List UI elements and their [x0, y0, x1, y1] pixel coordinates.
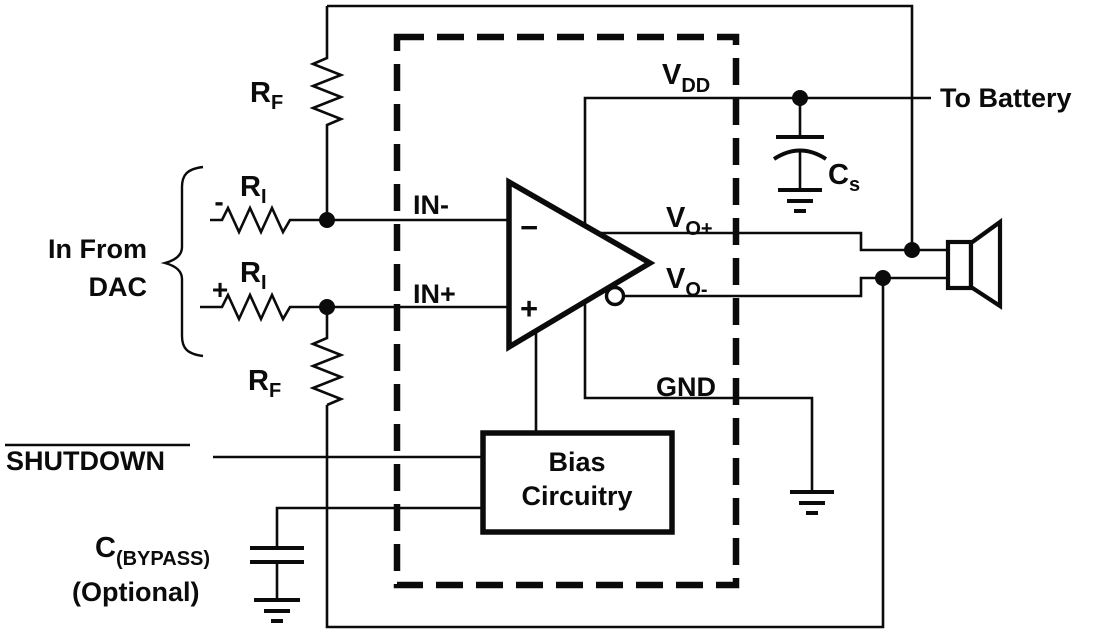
speaker-cone	[968, 217, 1003, 310]
opamp-inverting-output-bubble	[604, 285, 626, 307]
pin-label-in-neg: IN-	[413, 190, 449, 220]
resistor-rf-top	[309, 6, 345, 220]
wire-feedback-bottom	[325, 278, 885, 629]
speaker-driver	[945, 239, 974, 291]
junction-dot-vdd	[792, 90, 808, 106]
bias-box-label-line1: Bias	[548, 447, 605, 477]
wire-feedback-top	[327, 4, 914, 250]
junction-dot-vo-neg	[875, 270, 891, 286]
junction-dot-vo-pos	[904, 242, 920, 258]
source-label-line1: In From	[48, 234, 147, 264]
opamp-triangle	[506, 177, 656, 352]
ic-boundary-dashed-box	[393, 33, 740, 589]
wire-gnd	[583, 300, 814, 492]
label-rf-top: RF	[250, 77, 283, 114]
label-c-bypass: C(BYPASS)	[95, 532, 210, 570]
input-brace	[160, 165, 204, 358]
ground-symbol-cs	[778, 188, 822, 213]
bias-circuitry-box	[480, 430, 675, 535]
shutdown-label: SHUTDOWN	[6, 446, 165, 476]
label-bypass-optional: (Optional)	[72, 577, 199, 607]
pin-label-vo-neg: VO-	[666, 263, 708, 301]
battery-label: To Battery	[940, 83, 1072, 113]
capacitor-cs	[772, 135, 828, 161]
wire-in-pos	[200, 291, 509, 323]
pin-label-gnd: GND	[656, 372, 716, 402]
capacitor-bypass	[250, 546, 304, 564]
pin-label-in-pos: IN+	[413, 279, 456, 309]
opamp-noninverting-mark: +	[520, 291, 538, 326]
resistor-rf-bottom	[309, 307, 345, 407]
source-label-line2: DAC	[89, 272, 148, 302]
wire-vo-pos	[598, 231, 948, 252]
label-ri-top: RI	[240, 171, 267, 208]
input-neg-mark: -	[214, 186, 223, 217]
speaker-icon	[945, 217, 1003, 310]
input-pos-mark: +	[212, 274, 228, 305]
bias-box-label-line2: Circuitry	[521, 481, 632, 511]
junction-dot-in-pos	[319, 299, 335, 315]
wire-bypass	[275, 506, 483, 548]
ground-symbol-gnd	[790, 490, 834, 515]
wire-in-neg	[210, 204, 509, 236]
label-rf-bottom: RF	[248, 365, 281, 402]
label-ri-bottom: RI	[240, 257, 267, 294]
pin-label-vo-pos: VO+	[666, 202, 713, 240]
opamp-inverting-mark: −	[520, 210, 538, 245]
ground-symbol-bypass	[254, 598, 300, 623]
junction-dot-in-neg	[319, 212, 335, 228]
wire-vdd	[583, 96, 931, 227]
pin-label-vdd: VDD	[662, 59, 710, 97]
wire-vo-neg	[624, 276, 948, 298]
label-cs: Cs	[828, 159, 860, 196]
